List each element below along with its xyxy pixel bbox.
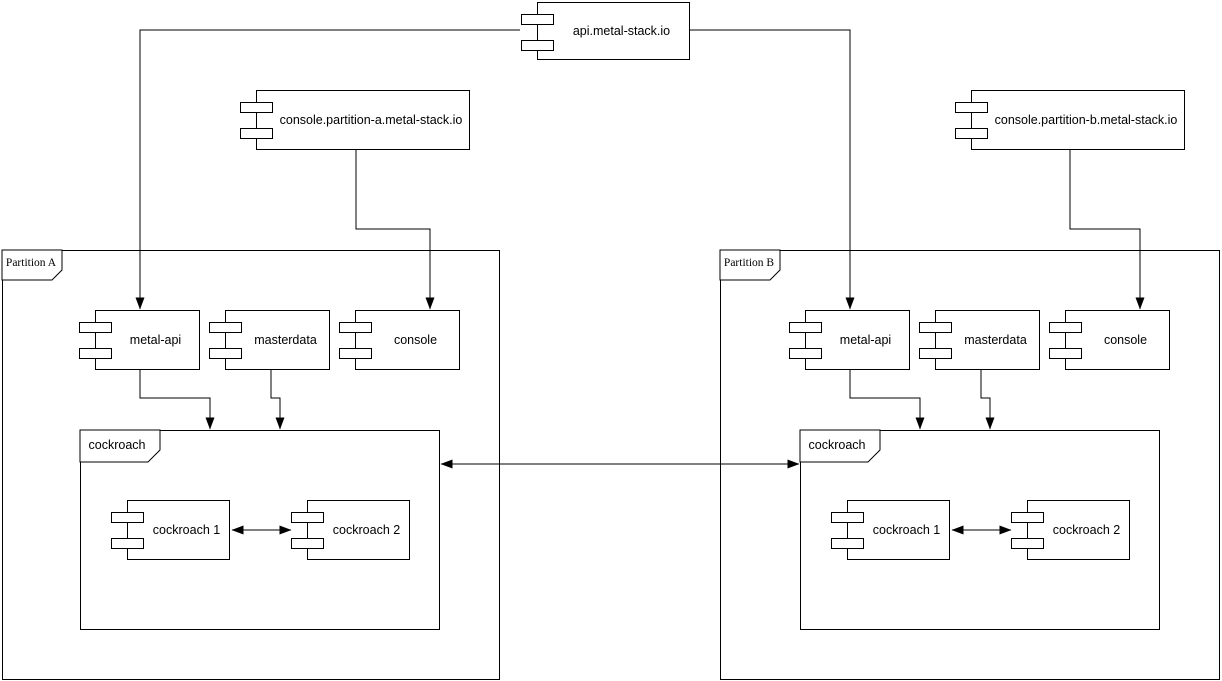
component-label: cockroach 1 (872, 522, 941, 537)
component-console-partition-b-external: console.partition-b.metal-stack.io (955, 90, 1185, 150)
component-icon-tab (240, 128, 273, 139)
cockroach-frame-b (800, 430, 1160, 630)
component-icon-tab (1049, 322, 1082, 333)
component-label: metal-api (839, 332, 892, 347)
component-label: console (1103, 332, 1148, 347)
cockroach-b-label: cockroach (808, 437, 866, 452)
component-icon-tab (339, 322, 372, 333)
component-label: api.metal-stack.io (572, 23, 671, 38)
component-console-a: console (339, 310, 460, 370)
component-cockroach1-b: cockroach 1 (831, 500, 950, 560)
component-console-partition-a-external: console.partition-a.metal-stack.io (240, 90, 470, 150)
component-label: console.partition-b.metal-stack.io (994, 112, 1178, 127)
component-label: metal-api (129, 332, 182, 347)
component-console-b: console (1049, 310, 1170, 370)
component-label: masterdata (964, 332, 1027, 347)
component-label: cockroach 2 (332, 522, 401, 537)
component-icon-tab (1011, 538, 1044, 549)
component-label: console.partition-a.metal-stack.io (279, 112, 463, 127)
component-masterdata-a: masterdata (209, 310, 330, 370)
component-icon-tab (919, 322, 952, 333)
component-icon-tab (521, 14, 554, 25)
component-metal-api-b: metal-api (789, 310, 910, 370)
component-icon-tab (831, 512, 864, 523)
component-icon-tab (919, 348, 952, 359)
cockroach-a-label: cockroach (88, 437, 146, 452)
component-label: cockroach 1 (152, 522, 221, 537)
component-icon-tab (209, 322, 242, 333)
component-cockroach1-a: cockroach 1 (111, 500, 230, 560)
component-icon-tab (291, 538, 324, 549)
component-icon-tab (1011, 512, 1044, 523)
component-icon-tab (79, 348, 112, 359)
component-icon-tab (111, 538, 144, 549)
component-icon-tab (789, 322, 822, 333)
component-api-metal-stack-io: api.metal-stack.io (521, 2, 690, 60)
partition-a-label: Partition A (5, 257, 57, 270)
component-icon-tab (955, 102, 988, 113)
component-icon-tab (291, 512, 324, 523)
component-icon-tab (955, 128, 988, 139)
component-metal-api-a: metal-api (79, 310, 200, 370)
component-label: cockroach 2 (1052, 522, 1121, 537)
component-icon-tab (339, 348, 372, 359)
component-label: masterdata (254, 332, 317, 347)
component-icon-tab (240, 102, 273, 113)
component-cockroach2-b: cockroach 2 (1011, 500, 1130, 560)
component-icon-tab (79, 322, 112, 333)
component-icon-tab (1049, 348, 1082, 359)
component-icon-tab (111, 512, 144, 523)
component-icon-tab (521, 40, 554, 51)
component-icon-tab (209, 348, 242, 359)
component-cockroach2-a: cockroach 2 (291, 500, 410, 560)
component-icon-tab (789, 348, 822, 359)
component-label: console (393, 332, 438, 347)
partition-b-label: Partition B (723, 257, 775, 270)
component-icon-tab (831, 538, 864, 549)
component-masterdata-b: masterdata (919, 310, 1040, 370)
cockroach-frame-a (80, 430, 440, 630)
